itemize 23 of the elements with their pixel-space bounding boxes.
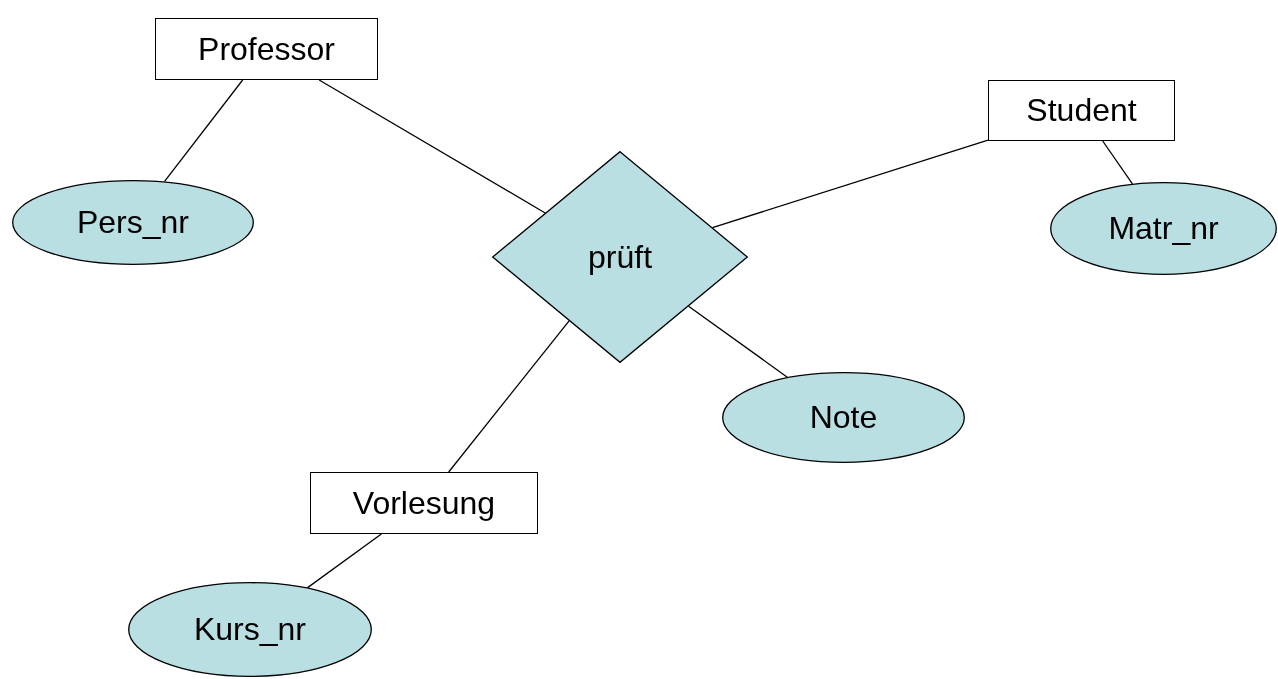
node-label: Student: [1026, 92, 1137, 129]
node-label: Pers_nr: [76, 204, 189, 241]
node-label: Matr_nr: [1108, 210, 1219, 247]
attribute-ellipse: [722, 372, 965, 463]
connector-line: [1102, 140, 1134, 185]
node-label: Note: [809, 399, 878, 436]
node-label: Vorlesung: [352, 484, 496, 522]
connector-line: [711, 139, 989, 229]
attribute-ellipse: [128, 582, 372, 677]
connector-line: [448, 320, 570, 473]
node-label: prüft: [588, 238, 652, 276]
entity-box: [310, 472, 538, 534]
connector-line: [163, 79, 244, 183]
entity-box: [155, 18, 378, 80]
node-label: Professor: [198, 30, 335, 68]
entity-box: [988, 80, 1175, 141]
relationship-diamond: [492, 151, 748, 363]
connector-line: [306, 533, 382, 589]
connector-line: [687, 305, 788, 378]
attribute-ellipse: [1050, 182, 1277, 275]
node-label: Kurs_nr: [193, 611, 306, 648]
attribute-ellipse: [12, 180, 254, 265]
connector-line: [318, 79, 546, 214]
